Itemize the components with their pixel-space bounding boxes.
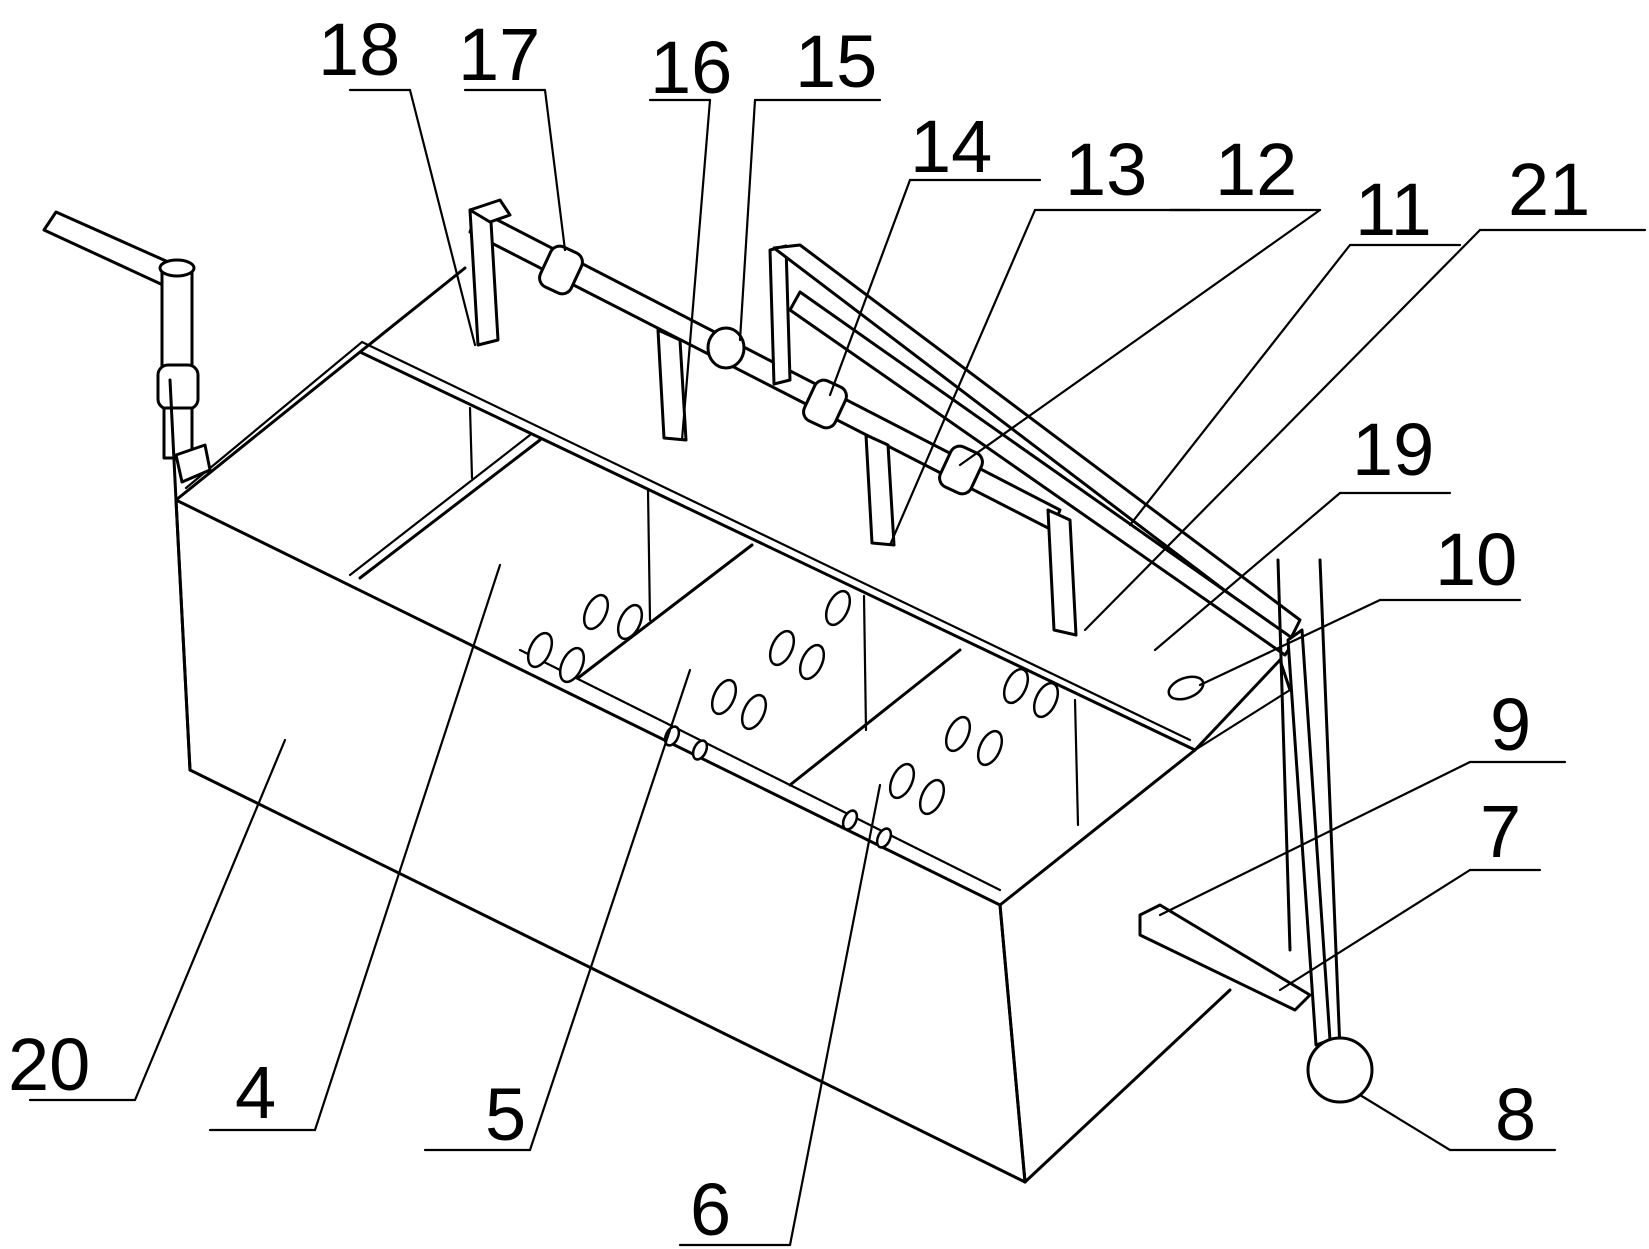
hole bbox=[944, 715, 972, 753]
pump-8 bbox=[1306, 1036, 1374, 1104]
hole bbox=[710, 678, 738, 716]
label-7: 7 bbox=[1480, 790, 1521, 873]
label-14: 14 bbox=[910, 105, 992, 188]
leader-lines bbox=[28, 88, 1647, 1247]
hole bbox=[1002, 667, 1030, 705]
hole bbox=[841, 809, 859, 831]
label-16: 16 bbox=[650, 26, 732, 109]
perforations bbox=[526, 589, 1205, 849]
hole bbox=[691, 739, 709, 761]
hole bbox=[558, 646, 586, 684]
hole bbox=[616, 603, 644, 641]
label-19: 19 bbox=[1352, 408, 1434, 491]
label-13: 13 bbox=[1065, 128, 1147, 211]
label-17: 17 bbox=[458, 13, 540, 96]
label-18: 18 bbox=[318, 8, 400, 91]
hole bbox=[1032, 681, 1060, 719]
label-9: 9 bbox=[1490, 683, 1531, 766]
labels: 18 17 16 15 14 13 12 11 21 19 10 9 7 8 2… bbox=[8, 8, 1590, 1249]
label-5: 5 bbox=[485, 1073, 526, 1156]
manifold bbox=[468, 198, 1078, 637]
hole bbox=[824, 589, 852, 627]
hole bbox=[798, 643, 826, 681]
label-11: 11 bbox=[1355, 168, 1432, 251]
label-6: 6 bbox=[690, 1168, 731, 1249]
label-15: 15 bbox=[795, 20, 877, 103]
label-20: 20 bbox=[8, 1023, 90, 1106]
hole bbox=[582, 593, 610, 631]
hole bbox=[888, 762, 916, 800]
label-12: 12 bbox=[1215, 128, 1297, 211]
label-21: 21 bbox=[1508, 148, 1590, 231]
inlet-pipe bbox=[42, 210, 212, 502]
hole bbox=[918, 778, 946, 816]
partitions bbox=[348, 406, 1080, 892]
label-8: 8 bbox=[1495, 1073, 1536, 1156]
hole-top bbox=[1167, 675, 1205, 701]
return-pipe bbox=[768, 243, 1374, 1104]
hole bbox=[740, 693, 768, 731]
hole bbox=[976, 729, 1004, 767]
label-10: 10 bbox=[1435, 518, 1517, 601]
hole bbox=[875, 827, 893, 849]
tank bbox=[174, 266, 1292, 1184]
hole bbox=[526, 631, 554, 669]
label-4: 4 bbox=[235, 1051, 276, 1134]
hole bbox=[768, 629, 796, 667]
